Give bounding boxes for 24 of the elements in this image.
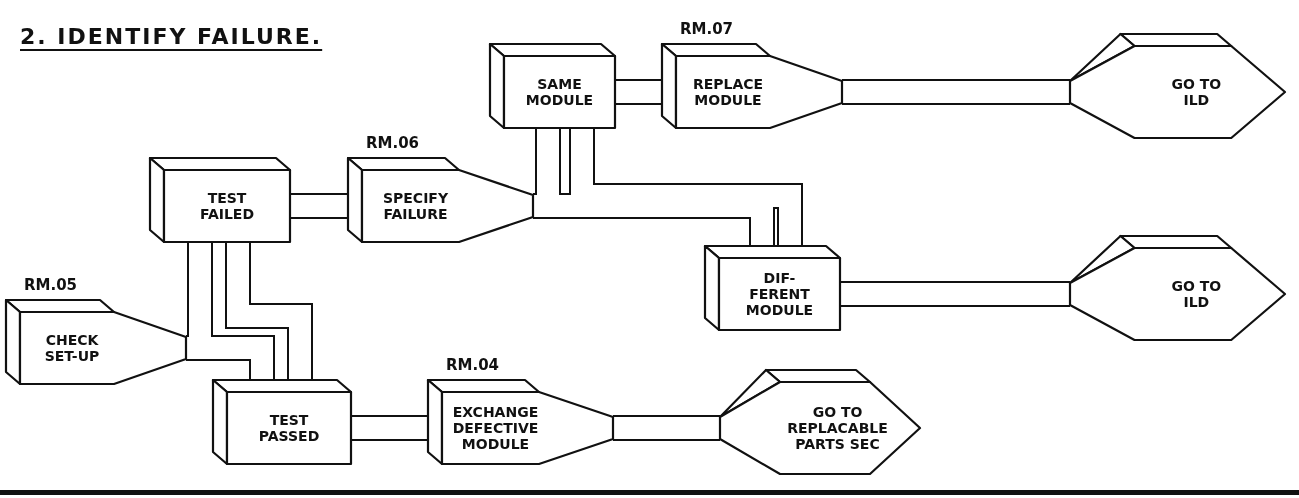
pipe-connector	[840, 281, 1070, 307]
node-label: SAME MODULE	[524, 75, 595, 109]
node-label: TEST FAILED	[198, 189, 256, 223]
node-label: TEST PASSED	[257, 411, 321, 445]
pipe-connector	[613, 415, 720, 441]
pipe-connector	[225, 242, 313, 380]
node-label: GO TO ILD	[1170, 277, 1223, 311]
step-code: RM.07	[680, 20, 734, 38]
node-label: DIF- FERENT MODULE	[744, 269, 815, 319]
pipe-connector	[290, 193, 348, 219]
pipe-connector	[351, 415, 428, 441]
step-code: RM.05	[24, 276, 78, 294]
node-label: GO TO REPLACABLE PARTS SEC	[786, 403, 889, 453]
node-label: CHECK SET-UP	[43, 331, 101, 365]
title: 2. IDENTIFY FAILURE.	[20, 24, 323, 49]
pipe-connector	[842, 79, 1070, 105]
step-code: RM.06	[366, 134, 420, 152]
step-code: RM.04	[446, 356, 500, 374]
node-label: SPECIFY FAILURE	[381, 189, 450, 223]
node-label: EXCHANGE DEFECTIVE MODULE	[451, 403, 540, 453]
node-label: GO TO ILD	[1170, 75, 1223, 109]
pipe-connector	[569, 128, 803, 246]
pipe-connector	[615, 79, 662, 105]
node-label: REPLACE MODULE	[691, 75, 765, 109]
